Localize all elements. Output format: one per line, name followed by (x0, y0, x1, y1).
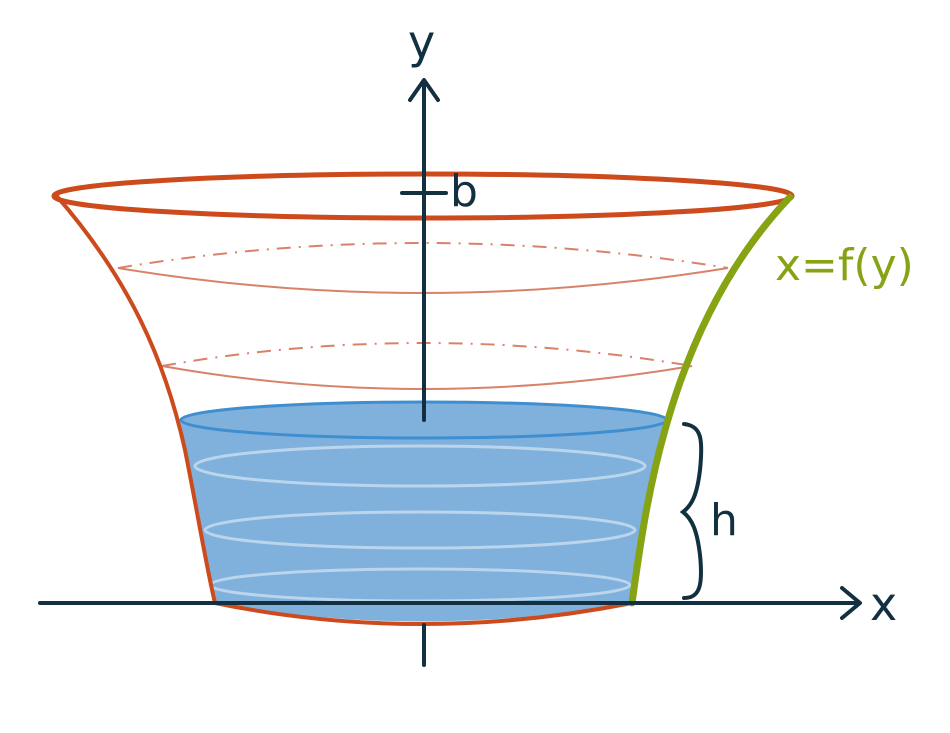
height-label: h (710, 495, 738, 546)
x-axis-label: x (870, 577, 897, 631)
water-volume (180, 410, 668, 622)
y-axis-arrowhead (408, 78, 440, 102)
y-axis-label: y (408, 15, 435, 69)
container-bottom-rim (213, 601, 634, 626)
level-ring-lower (161, 342, 693, 390)
b-label: b (450, 166, 478, 217)
x-axis-arrowhead (840, 586, 862, 620)
curve-label: x=f(y) (775, 240, 914, 291)
level-ring-upper (117, 242, 729, 294)
container-left-side (53, 192, 217, 605)
generating-curve (628, 193, 794, 607)
height-brace (679, 422, 704, 600)
